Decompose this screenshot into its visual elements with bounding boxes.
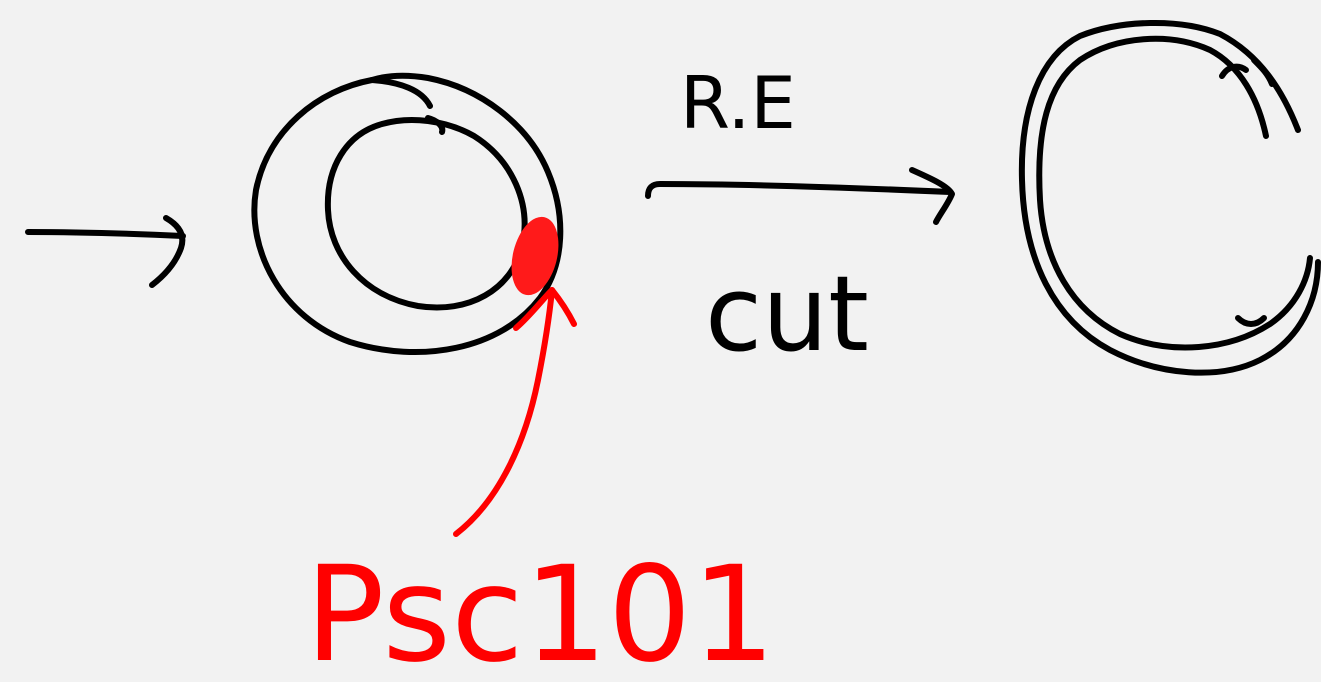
- sticky-end-top: [1219, 57, 1275, 87]
- inner-linear-strand: [1036, 35, 1313, 351]
- linear-dna: [1018, 19, 1321, 376]
- incoming-arrow: [25, 215, 186, 288]
- action-label: cut: [705, 253, 869, 375]
- site-pointer-arrow: [453, 287, 577, 537]
- outer-strand-hook: [369, 77, 433, 109]
- inner-strand: [324, 117, 528, 311]
- sticky-end-bottom: [1235, 315, 1267, 327]
- site-label: Psc101: [305, 538, 776, 682]
- psc101-site-marker: [511, 216, 559, 296]
- cut-arrow: [645, 167, 955, 225]
- outer-linear-strand: [1018, 19, 1321, 376]
- inner-strand-hook: [425, 115, 446, 135]
- enzyme-label: R.E: [680, 61, 796, 145]
- circular-plasmid: [251, 72, 564, 355]
- site-blob: [511, 216, 559, 296]
- outer-strand: [251, 72, 564, 355]
